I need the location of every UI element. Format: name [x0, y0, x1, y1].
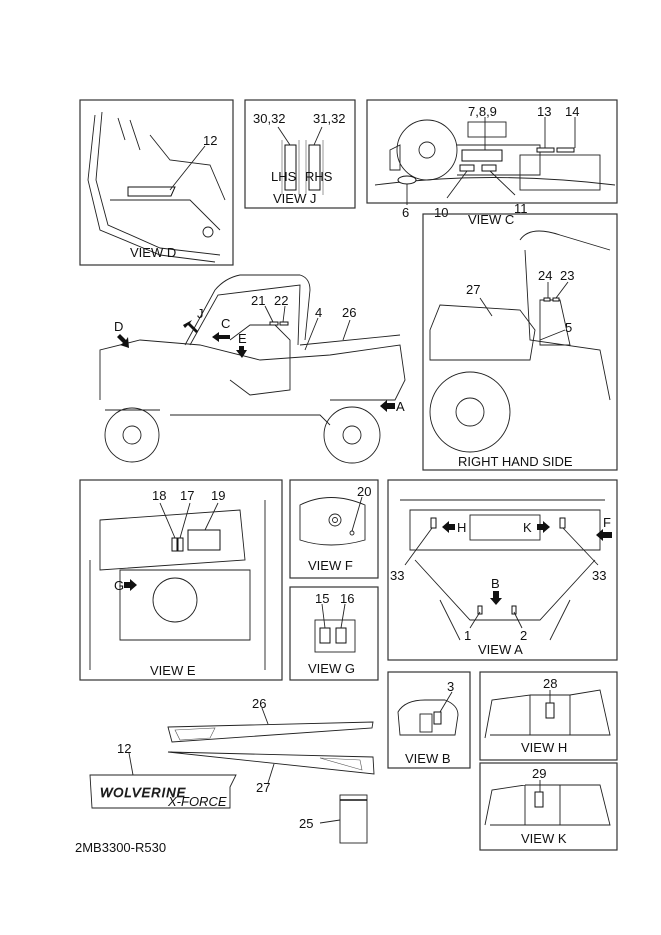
callout-26-main: 26 — [342, 305, 356, 320]
decal-27 — [167, 751, 375, 775]
view-g-title: VIEW G — [308, 661, 355, 676]
callout-10: 10 — [434, 205, 448, 220]
vehicle-main-view: 21 22 4 26 J C E D A — [99, 274, 406, 464]
decal-26 — [167, 721, 374, 743]
arrow-label-k: K — [523, 520, 532, 535]
callout-1: 1 — [464, 628, 471, 643]
callout-5: 5 — [565, 320, 572, 335]
arrow-label-j: J — [197, 306, 204, 321]
view-e-panel: 18 17 19 G VIEW E — [79, 479, 283, 681]
callout-29: 29 — [532, 766, 546, 781]
view-b-title: VIEW B — [405, 751, 451, 766]
view-h-panel: 28 VIEW H — [479, 671, 618, 761]
callout-4: 4 — [315, 305, 322, 320]
callout-20: 20 — [357, 484, 371, 499]
arrow-a-icon — [380, 400, 395, 412]
callout-2: 2 — [520, 628, 527, 643]
arrow-label-e: E — [238, 331, 247, 346]
view-d-panel: 12 VIEW D — [79, 99, 234, 266]
arrow-h-icon — [442, 521, 455, 533]
decal-25 — [339, 794, 368, 844]
callout-23: 23 — [560, 268, 574, 283]
view-c-panel: 7,8,9 13 14 6 10 11 VIEW C — [366, 99, 618, 227]
decal-logo-text: WOLVERINE — [100, 785, 186, 800]
arrow-c-icon — [212, 332, 230, 342]
callout-33-right: 33 — [592, 568, 606, 583]
view-c-title: VIEW C — [468, 212, 514, 227]
view-f-panel: 20 VIEW F — [289, 479, 379, 579]
arrow-b-icon — [490, 591, 502, 605]
decals-group: WOLVERINE X-FORCE 26 27 12 25 — [89, 696, 375, 844]
arrow-label-c: C — [221, 316, 230, 331]
callout-22: 22 — [274, 293, 288, 308]
arrow-g-icon — [124, 579, 137, 591]
rhs-label: RHS — [305, 169, 333, 184]
callout-27-decal: 27 — [256, 780, 270, 795]
decal-logo-subtext: X-FORCE — [167, 794, 227, 809]
arrow-j-icon — [183, 320, 198, 333]
callout-7-8-9: 7,8,9 — [468, 104, 497, 119]
callout-6: 6 — [402, 205, 409, 220]
arrow-label-f: F — [603, 515, 611, 530]
view-b-panel: 3 VIEW B — [387, 671, 471, 769]
callout-13: 13 — [537, 104, 551, 119]
callout-24: 24 — [538, 268, 552, 283]
view-g-panel: 15 16 VIEW G — [289, 586, 379, 681]
callout-3: 3 — [447, 679, 454, 694]
callout-15: 15 — [315, 591, 329, 606]
callout-25: 25 — [299, 816, 313, 831]
callout-12-view-d: 12 — [203, 133, 217, 148]
callout-33-left: 33 — [390, 568, 404, 583]
arrow-label-d: D — [114, 319, 123, 334]
view-k-panel: 29 VIEW K — [479, 762, 618, 851]
view-f-title: VIEW F — [308, 558, 353, 573]
callout-27-rhs: 27 — [466, 282, 480, 297]
lhs-label: LHS — [271, 169, 297, 184]
view-j-panel: 30,32 31,32 LHS RHS VIEW J — [244, 99, 356, 209]
callout-14: 14 — [565, 104, 579, 119]
callout-18: 18 — [152, 488, 166, 503]
view-e-title: VIEW E — [150, 663, 196, 678]
callout-31-32: 31,32 — [313, 111, 346, 126]
right-hand-side-panel: 27 24 23 5 RIGHT HAND SIDE — [422, 213, 618, 471]
arrow-label-b: B — [491, 576, 500, 591]
arrow-k-icon — [537, 521, 550, 533]
callout-19: 19 — [211, 488, 225, 503]
callout-17: 17 — [180, 488, 194, 503]
callout-16: 16 — [340, 591, 354, 606]
view-a-title: VIEW A — [478, 642, 523, 657]
arrow-label-g: G — [114, 578, 124, 593]
arrow-d-icon — [117, 334, 129, 348]
view-h-title: VIEW H — [521, 740, 567, 755]
callout-28: 28 — [543, 676, 557, 691]
view-j-title: VIEW J — [273, 191, 316, 206]
view-a-panel: H K F B 33 33 1 2 VIEW A — [387, 479, 618, 661]
arrow-label-h: H — [457, 520, 466, 535]
right-hand-side-title: RIGHT HAND SIDE — [458, 454, 573, 469]
arrow-label-a: A — [396, 399, 405, 414]
decal-12-logo — [89, 774, 237, 809]
view-k-title: VIEW K — [521, 831, 567, 846]
callout-11: 11 — [514, 201, 528, 216]
callout-21: 21 — [251, 293, 265, 308]
arrow-e-icon — [236, 346, 247, 358]
arrow-f-icon — [596, 529, 612, 541]
callout-26-decal: 26 — [252, 696, 266, 711]
view-d-title: VIEW D — [130, 245, 176, 260]
callout-30-32: 30,32 — [253, 111, 286, 126]
diagram-code: 2MB3300-R530 — [75, 840, 166, 855]
callout-12-decal: 12 — [117, 741, 131, 756]
